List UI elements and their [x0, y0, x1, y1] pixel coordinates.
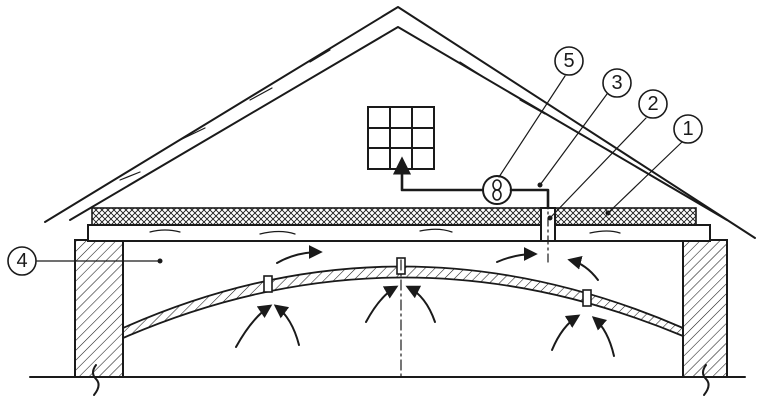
right-wall: [682, 239, 728, 378]
airflow-arrow: [551, 314, 581, 351]
exhaust-pipe: [392, 156, 484, 192]
roof-inner-edge: [69, 26, 728, 221]
svg-text:4: 4: [16, 250, 27, 272]
duct-to-fan-pipe: [509, 188, 550, 210]
left-wall-break: [92, 364, 100, 396]
callout-3-leader: [539, 93, 608, 186]
left-wall: [74, 239, 124, 378]
airflow-arrow: [365, 285, 399, 323]
callout-3: 3: [602, 68, 632, 98]
airflow-arrows: [235, 245, 615, 357]
airflow-arrow: [276, 245, 323, 264]
airflow-arrow: [235, 304, 273, 348]
airflow-arrow: [567, 255, 599, 281]
insulation-layer: [91, 207, 697, 226]
callout-2: 2: [638, 89, 668, 119]
svg-text:2: 2: [647, 93, 658, 115]
roof-outer-edge: [44, 6, 756, 239]
roof-rafter-texture: [119, 49, 671, 188]
airflow-arrow: [496, 247, 538, 263]
arch-vent-right: [582, 289, 592, 307]
callout-3-dot: [537, 182, 543, 188]
arch-vent-left: [263, 275, 273, 293]
ceiling-beam: [87, 224, 711, 242]
callout-1-dot: [605, 210, 611, 216]
svg-text:5: 5: [563, 50, 574, 72]
callout-2-dot: [547, 215, 553, 221]
airflow-arrow: [591, 316, 615, 357]
svg-text:3: 3: [611, 72, 622, 94]
airflow-arrow: [273, 304, 300, 346]
arched-ceiling: [122, 265, 684, 340]
callout-1: 1: [673, 114, 703, 144]
callout-leaders: [36, 75, 683, 262]
svg-text:1: 1: [682, 118, 693, 140]
callout-4: 4: [7, 246, 37, 276]
airflow-arrow: [405, 285, 436, 323]
beam-grain: [149, 228, 621, 235]
callout-4-dot: [157, 258, 163, 264]
callout-2-leader: [549, 117, 647, 219]
fan-icon: [482, 175, 512, 205]
callout-5-leader: [498, 75, 566, 178]
callout-5: 5: [554, 46, 584, 76]
right-wall-break: [702, 364, 710, 396]
callout-1-leader: [607, 141, 683, 214]
